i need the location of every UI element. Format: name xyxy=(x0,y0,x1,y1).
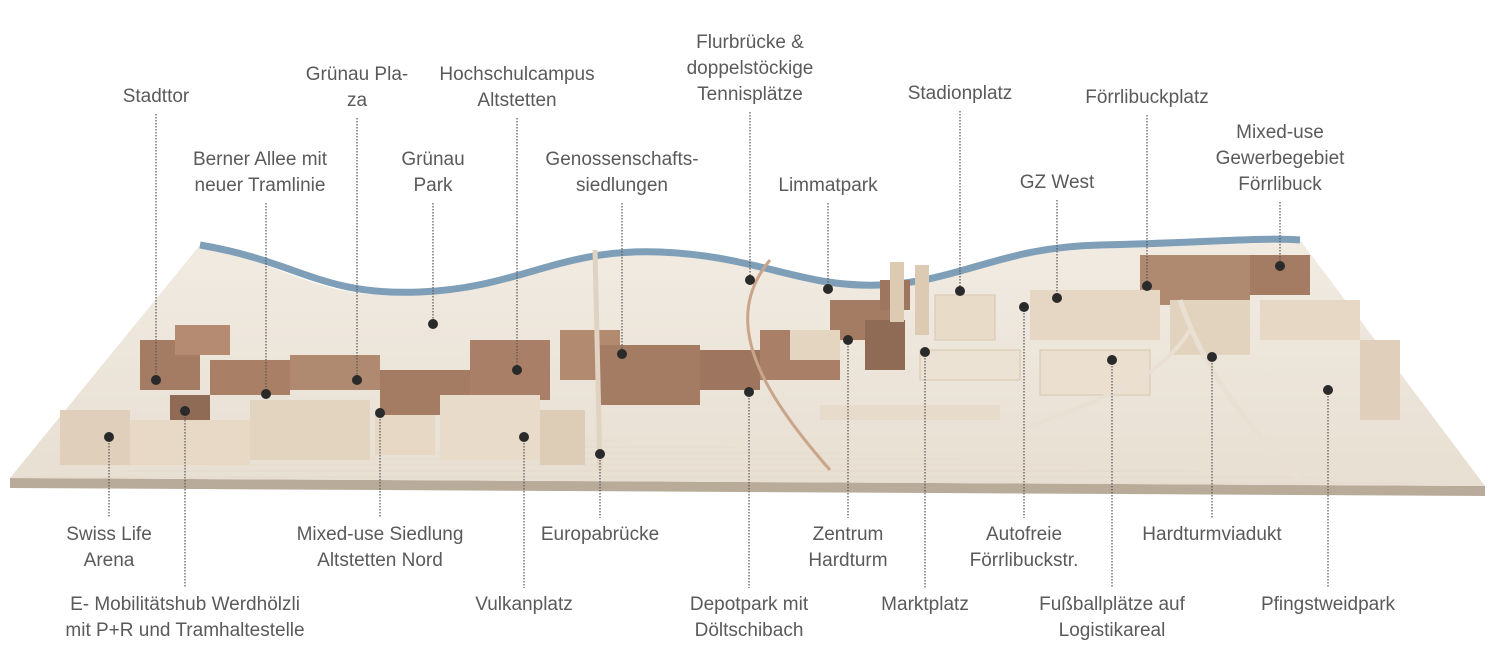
label-line: GZ West xyxy=(1019,172,1095,193)
label-line: Hochschulcampus xyxy=(439,64,595,85)
label-line: Zentrum xyxy=(812,524,884,545)
marker-dot-depotpark xyxy=(744,387,754,397)
marker-dot-gz-west xyxy=(1052,293,1062,303)
marker-dot-vulkanplatz xyxy=(519,432,529,442)
label-line: Förrlibuckplatz xyxy=(1085,87,1209,108)
label-line: Autofreie xyxy=(985,524,1063,545)
marker-dot-hochschulcampus xyxy=(512,365,522,375)
label-line: Förrlibuck xyxy=(1238,174,1322,195)
label-limmatpark: Limmatpark xyxy=(778,173,877,199)
label-line: Grünau Pla- xyxy=(305,64,409,85)
label-line: Altstetten xyxy=(477,90,557,111)
label-line: doppelstöckige xyxy=(686,58,814,79)
marker-dot-mixed-use-siedlung xyxy=(375,408,385,418)
label-foerrlibuckplatz: Förrlibuckplatz xyxy=(1085,85,1209,111)
label-vulkanplatz: Vulkanplatz xyxy=(475,592,573,618)
marker-dot-pfingstweidpark xyxy=(1323,385,1333,395)
label-line: Europabrücke xyxy=(540,524,660,545)
marker-dot-swiss-life-arena xyxy=(104,432,114,442)
label-stadionplatz: Stadionplatz xyxy=(908,81,1013,107)
label-line: Arena xyxy=(83,550,135,571)
label-line: Mixed-use xyxy=(1236,122,1324,143)
label-line: Stadttor xyxy=(122,86,190,107)
label-line: Pfingstweidpark xyxy=(1260,594,1396,615)
label-berner-allee: Berner Allee mit neuer Tramlinie xyxy=(193,147,327,199)
buildings xyxy=(60,249,1400,482)
label-line: mit P+R und Tramhaltestelle xyxy=(65,620,305,641)
label-line: Vulkanplatz xyxy=(475,594,573,615)
marker-dot-autofreie-foerrlibuckstr xyxy=(1019,302,1029,312)
label-gruenau-plaza: Grünau Pla-za xyxy=(306,62,408,114)
label-line: Hardturmviadukt xyxy=(1142,524,1282,545)
label-line: Altstetten Nord xyxy=(317,550,443,571)
label-line: Limmatpark xyxy=(778,175,878,196)
marker-dot-flurbruecke xyxy=(745,275,755,285)
marker-dot-gruenau-park xyxy=(428,319,438,329)
label-line: Grünau xyxy=(401,149,465,170)
label-e-mobilitaetshub: E- Mobilitätshub Werdhölzli mit P+R und T… xyxy=(65,592,304,644)
label-stadttor: Stadttor xyxy=(123,84,190,110)
marker-dot-fussballplaetze xyxy=(1107,355,1117,365)
label-line: Förrlibuckstr. xyxy=(969,550,1079,571)
label-line: Genossenschafts- xyxy=(545,149,699,170)
marker-dot-foerrlibuckplatz xyxy=(1142,281,1152,291)
label-line: Döltschibach xyxy=(694,620,804,641)
marker-dot-stadttor xyxy=(151,375,161,385)
label-line: Swiss Life xyxy=(66,524,152,545)
marker-dot-berner-allee xyxy=(261,389,271,399)
label-line: Berner Allee mit xyxy=(192,149,328,170)
marker-dot-hardturmviadukt xyxy=(1207,352,1217,362)
label-line: E- Mobilitätshub Werdhölzli xyxy=(70,594,300,615)
label-line: Logistikareal xyxy=(1058,620,1166,641)
label-line: Hardturm xyxy=(808,550,888,571)
marker-dot-mixed-use-gewerbegebiet xyxy=(1275,261,1285,271)
marker-dot-limmatpark xyxy=(823,284,833,294)
label-line: Mixed-use Siedlung xyxy=(296,524,464,545)
marker-dot-gruenau-plaza xyxy=(352,375,362,385)
label-line: Depotpark mit xyxy=(689,594,809,615)
marker-dot-zentrum-hardturm xyxy=(843,335,853,345)
marker-dot-stadionplatz xyxy=(955,286,965,296)
label-line: Tennisplätze xyxy=(697,84,803,105)
leader-lines xyxy=(104,111,1333,588)
label-line: Fußballplätze auf xyxy=(1039,594,1185,615)
label-pfingstweidpark: Pfingstweidpark xyxy=(1261,592,1395,618)
marker-dot-europabruecke xyxy=(595,449,605,459)
label-marktplatz: Marktplatz xyxy=(881,592,969,618)
marker-dot-e-mobilitaetshub xyxy=(180,406,190,416)
marker-dot-genossenschaftssiedlungen xyxy=(617,349,627,359)
label-line: Gewerbegebiet xyxy=(1215,148,1345,169)
label-line: neuer Tramlinie xyxy=(194,175,326,196)
marker-dot-marktplatz xyxy=(920,347,930,357)
label-europabruecke: Europabrücke xyxy=(541,522,659,548)
label-line: siedlungen xyxy=(576,175,668,196)
label-line: za xyxy=(346,90,368,111)
label-line: Marktplatz xyxy=(881,594,969,615)
label-line: Flurbrücke & xyxy=(696,32,804,53)
label-line: Stadionplatz xyxy=(907,83,1013,104)
label-line: Park xyxy=(413,175,453,196)
label-genossenschaftssiedlungen: Genossenschafts-siedlungen xyxy=(545,147,698,199)
label-gz-west: GZ West xyxy=(1020,170,1095,196)
label-hardturmviadukt: Hardturmviadukt xyxy=(1142,522,1281,548)
